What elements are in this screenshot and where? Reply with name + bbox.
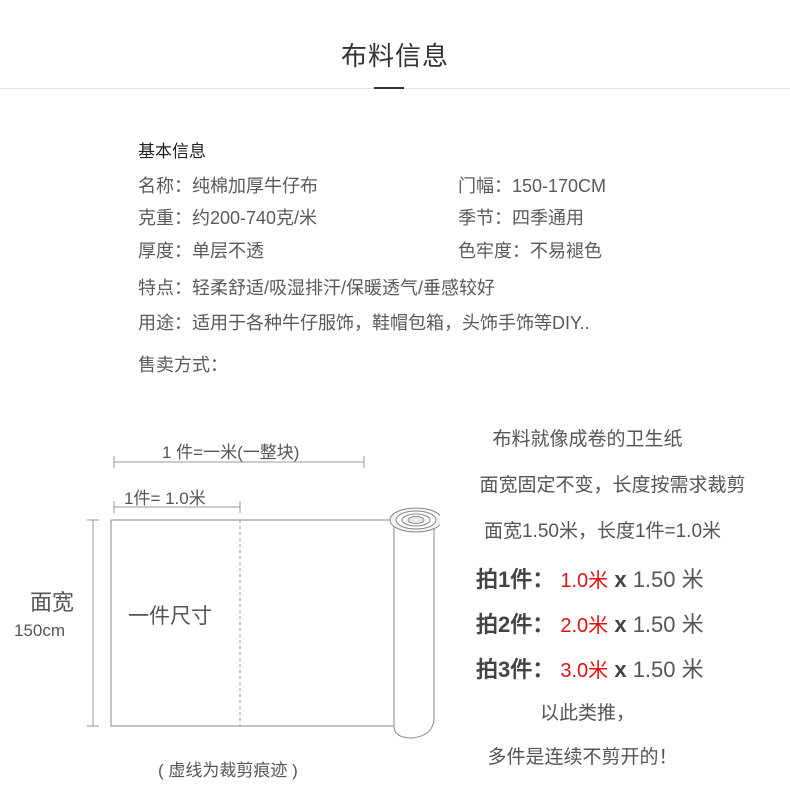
info-sale: 售卖方式： xyxy=(138,355,228,375)
etc-line: 以此类推， xyxy=(539,703,635,724)
example-label: 拍1件： xyxy=(476,567,555,592)
page-title: 布料信息 xyxy=(340,41,449,71)
explain-line-2: 面宽固定不变，长度按需求裁剪 xyxy=(479,475,746,496)
example-length: 2.0米 xyxy=(560,615,609,637)
example-row-3: 拍3件： 3.0米 x 1.50 米 xyxy=(476,652,704,684)
info-weight: 克重：约200-740克/米 xyxy=(138,208,318,228)
face-width-label: 面宽 xyxy=(30,590,75,615)
example-length: 3.0米 xyxy=(560,660,609,682)
explain-line-3: 面宽1.50米，长度1件=1.0米 xyxy=(483,521,722,542)
piece-length-dimension xyxy=(113,501,241,513)
whole-length-label: 1 件=一米(一整块) xyxy=(162,443,300,462)
piece-length-label: 1件= 1.0米 xyxy=(124,489,206,508)
example-label: 拍2件： xyxy=(476,612,555,637)
example-label: 拍3件： xyxy=(476,657,555,682)
example-length: 1.0米 xyxy=(560,570,609,592)
info-width: 门幅：150-170CM xyxy=(458,176,607,196)
whole-length-dimension xyxy=(113,456,365,468)
example-row-2: 拍2件： 2.0米 x 1.50 米 xyxy=(476,607,704,639)
one-piece-label: 一件尺寸 xyxy=(128,605,212,628)
fabric-roll-diagram xyxy=(87,456,440,739)
info-usage: 用途：适用于各种牛仔服饰，鞋帽包箱，头饰手饰等DIY.. xyxy=(138,313,590,333)
example-times: x xyxy=(614,567,627,592)
explain-line-1: 布料就像成卷的卫生纸 xyxy=(492,429,683,450)
face-width-value: 150cm xyxy=(14,621,66,640)
dashed-line-note: ( 虚线为裁剪痕迹 ) xyxy=(158,761,298,780)
info-name: 名称：纯棉加厚牛仔布 xyxy=(138,176,318,196)
example-times: x xyxy=(614,657,627,682)
info-fastness: 色牢度：不易褪色 xyxy=(458,241,602,261)
fabric-roll xyxy=(389,507,440,739)
info-season: 季节：四季通用 xyxy=(458,208,584,228)
continuous-note: 多件是连续不剪开的！ xyxy=(487,747,678,768)
example-width: 1.50 米 xyxy=(632,567,704,592)
example-times: x xyxy=(614,612,627,637)
face-width-dimension xyxy=(87,519,99,727)
info-heading: 基本信息 xyxy=(138,142,206,161)
info-features: 特点：轻柔舒适/吸湿排汗/保暖透气/垂感较好 xyxy=(138,278,496,298)
info-thickness: 厚度：单层不透 xyxy=(138,241,264,261)
example-width: 1.50 米 xyxy=(632,657,704,682)
example-row-1: 拍1件： 1.0米 x 1.50 米 xyxy=(476,562,704,594)
example-width: 1.50 米 xyxy=(632,612,704,637)
title-underline-mark xyxy=(374,87,404,89)
